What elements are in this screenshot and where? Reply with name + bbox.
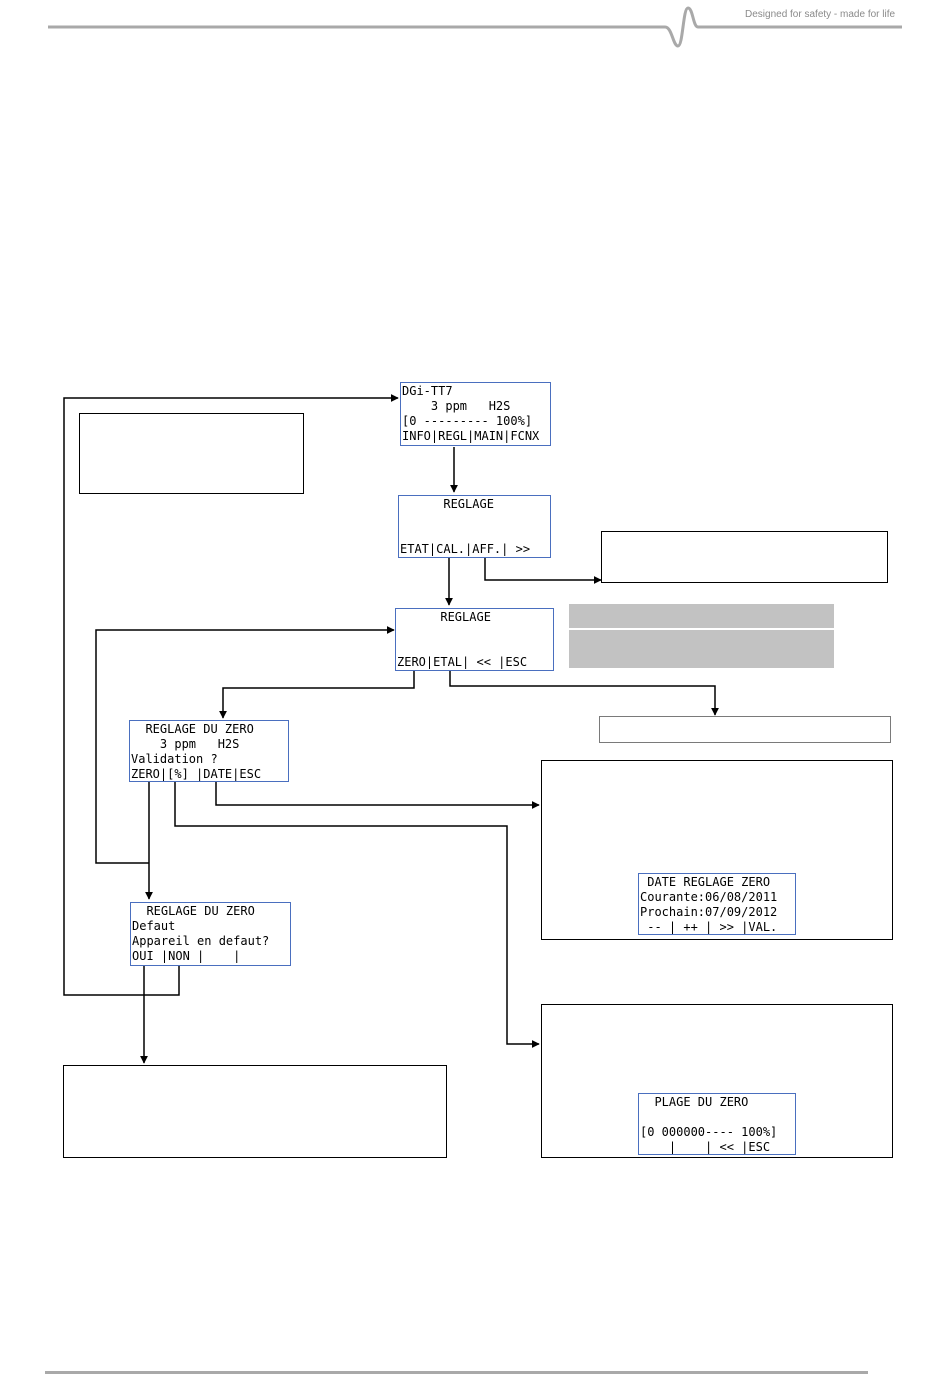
- screen-line: Defaut: [132, 919, 176, 933]
- screen-line: ZERO|[%] |DATE|ESC: [131, 767, 262, 781]
- header-rule: [48, 6, 902, 48]
- screen-line: 3 ppm H2S: [131, 737, 240, 751]
- screen-line: REGLAGE: [400, 497, 494, 511]
- screen-line: REGLAGE DU ZERO: [132, 904, 255, 918]
- screen-reglage-1: REGLAGE ETAT|CAL.|AFF.| >>: [398, 495, 551, 558]
- screen-line: [0 000000---- 100%]: [640, 1125, 778, 1139]
- screen-plage-du-zero: PLAGE DU ZERO [0 000000---- 100%] | | <<…: [638, 1093, 796, 1155]
- screen-line: REGLAGE DU ZERO: [131, 722, 254, 736]
- gray-note-bottom: [569, 630, 834, 668]
- screen-line: -- | ++ | >> |VAL.: [640, 920, 778, 934]
- screen-line: Prochain:07/09/2012: [640, 905, 778, 919]
- note-box-aff: [601, 531, 888, 583]
- screen-line: Appareil en defaut?: [132, 934, 270, 948]
- gray-note-top: [569, 604, 834, 628]
- screen-reglage-2: REGLAGE ZERO|ETAL| << |ESC: [395, 608, 554, 671]
- screen-line: | | << |ESC: [640, 1140, 771, 1154]
- screen-line: DATE REGLAGE ZERO: [640, 875, 771, 889]
- note-box-top-left: [79, 413, 304, 494]
- screen-defaut: REGLAGE DU ZERO Defaut Appareil en defau…: [130, 902, 291, 966]
- footer-rule: [45, 1371, 868, 1374]
- screen-line: [0 --------- 100%]: [402, 414, 533, 428]
- screen-line: 3 ppm H2S: [402, 399, 511, 413]
- screen-line: REGLAGE: [397, 610, 491, 624]
- screen-line: ETAT|CAL.|AFF.| >>: [400, 542, 531, 556]
- screen-line: PLAGE DU ZERO: [640, 1095, 749, 1109]
- screen-line: OUI |NON | |: [132, 949, 241, 963]
- screen-line: Validation ?: [131, 752, 218, 766]
- screen-line: Courante:06/08/2011: [640, 890, 778, 904]
- note-box-oui: [63, 1065, 447, 1158]
- note-box-etal: [599, 716, 891, 743]
- screen-main: DGi-TT7 3 ppm H2S [0 --------- 100%] INF…: [400, 382, 551, 446]
- header-tagline: Designed for safety - made for life: [745, 9, 896, 20]
- screen-line: DGi-TT7: [402, 384, 453, 398]
- screen-line: INFO|REGL|MAIN|FCNX: [402, 429, 540, 443]
- screen-date-reglage-zero: DATE REGLAGE ZERO Courante:06/08/2011 Pr…: [638, 873, 796, 935]
- screen-reglage-zero: REGLAGE DU ZERO 3 ppm H2S Validation ? Z…: [129, 720, 289, 782]
- screen-line: ZERO|ETAL| << |ESC: [397, 655, 528, 669]
